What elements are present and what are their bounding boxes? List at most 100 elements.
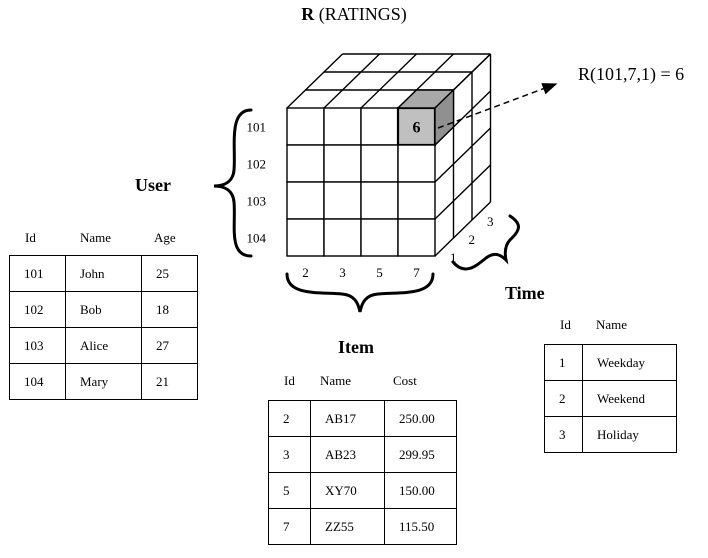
- cube-cell: [397, 181, 436, 220]
- item-table-row-cell: 115.50: [384, 508, 457, 545]
- highlighted-value: 6: [413, 120, 421, 137]
- cube-side-line: [434, 201, 491, 257]
- user-table-row-cell: 101: [9, 255, 66, 292]
- cube-cell: [323, 107, 362, 146]
- time-table-header-id: Id: [560, 317, 571, 332]
- item-id-label: 3: [339, 265, 346, 280]
- time-table-row-cell: Weekday: [582, 344, 677, 381]
- item-table-header-cost: Cost: [393, 373, 417, 388]
- item-table-row-cell: AB23: [310, 436, 385, 473]
- item-brace: [285, 272, 435, 313]
- user-table-row-cell: Alice: [65, 327, 142, 364]
- time-table-row-cell: Weekend: [582, 380, 677, 417]
- cube-cell: [360, 144, 399, 183]
- time-id-label: 1: [450, 250, 457, 265]
- braces: [213, 108, 520, 313]
- cube-side-line: [434, 127, 491, 183]
- user-table-row-cell: 27: [141, 327, 198, 364]
- user-table-row-cell: 104: [9, 363, 66, 400]
- user-id-label: 102: [247, 157, 267, 172]
- cube-cell: [323, 218, 362, 257]
- user-table-header-id: Id: [25, 230, 36, 245]
- user-id-label: 103: [247, 194, 267, 209]
- item-table-header-id: Id: [284, 373, 295, 388]
- user-table-row-cell: 102: [9, 291, 66, 328]
- item-table-header-name: Name: [320, 373, 352, 388]
- time-table-header-name: Name: [596, 317, 628, 332]
- cube: 6: [286, 53, 492, 257]
- cube-side-line: [434, 164, 491, 220]
- user-label: User: [135, 175, 171, 195]
- user-table-row-cell: 21: [141, 363, 198, 400]
- formula-arrow: [437, 83, 558, 129]
- highlighted-cell-side: [434, 88, 455, 147]
- item-table-row-cell: 250.00: [384, 400, 457, 437]
- time-table-row-cell: 2: [544, 380, 583, 417]
- cube-top-line: [286, 53, 343, 109]
- time-label: Time: [505, 283, 545, 303]
- user-table-header-name: Name: [80, 230, 112, 245]
- user-id-label: 104: [247, 231, 267, 246]
- time-brace: [451, 214, 520, 271]
- item-table-row-cell: 299.95: [384, 436, 457, 473]
- item-table-row-cell: AB17: [310, 400, 385, 437]
- time-table-row-cell: 3: [544, 416, 583, 453]
- cube-cell: [286, 218, 325, 257]
- cube-cell: [360, 218, 399, 257]
- cube-cell: [323, 181, 362, 220]
- cube-top-line: [360, 53, 417, 109]
- time-table-row-cell: Holiday: [582, 416, 677, 453]
- cube-cell: [323, 144, 362, 183]
- cube-cell: [360, 181, 399, 220]
- diagram-title: R (RATINGS): [0, 4, 708, 25]
- cube-cell: [286, 144, 325, 183]
- user-table-row-cell: John: [65, 255, 142, 292]
- cube-cell: [397, 218, 436, 257]
- time-id-label: 2: [469, 232, 476, 247]
- cube-cell: [360, 107, 399, 146]
- user-id-label: 101: [247, 120, 267, 135]
- formula-text: R(101,7,1) = 6: [578, 64, 684, 85]
- cube-cell: [397, 144, 436, 183]
- user-table-row-cell: Bob: [65, 291, 142, 328]
- cube-cell: [286, 181, 325, 220]
- user-table-row-cell: Mary: [65, 363, 142, 400]
- item-table-row-cell: ZZ55: [310, 508, 385, 545]
- cube-top-line: [323, 53, 380, 109]
- user-table-row-cell: 18: [141, 291, 198, 328]
- item-id-label: 2: [302, 265, 309, 280]
- title-symbol: R: [301, 4, 315, 24]
- item-table-row-cell: 2: [268, 400, 311, 437]
- item-table-row-cell: 3: [268, 436, 311, 473]
- item-id-label: 5: [376, 265, 383, 280]
- user-table-header-age: Age: [154, 230, 176, 245]
- user-table-row-cell: 103: [9, 327, 66, 364]
- item-table-row-cell: 150.00: [384, 472, 457, 509]
- item-table-row-cell: 5: [268, 472, 311, 509]
- user-brace: [213, 108, 253, 258]
- user-table-row-cell: 25: [141, 255, 198, 292]
- item-id-label: 7: [413, 265, 420, 280]
- time-table-row-cell: 1: [544, 344, 583, 381]
- title-text: (RATINGS): [318, 4, 407, 24]
- cube-cell: [286, 107, 325, 146]
- item-table-row-cell: 7: [268, 508, 311, 545]
- time-id-label: 3: [487, 214, 494, 229]
- item-label: Item: [338, 337, 374, 357]
